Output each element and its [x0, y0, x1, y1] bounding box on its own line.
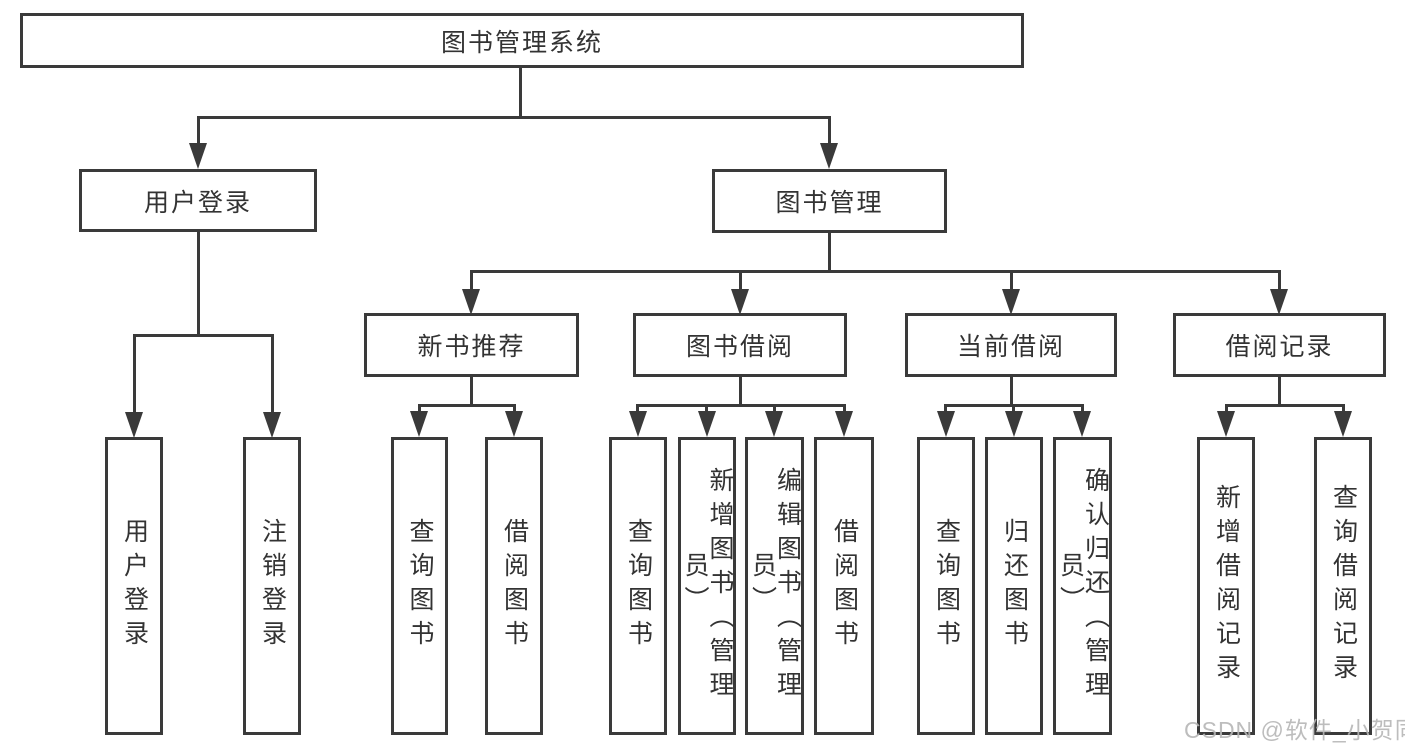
- arrow-down-icon: [698, 411, 716, 437]
- node-book-borrowing: 图书借阅: [633, 313, 847, 377]
- arrow-down-icon: [1270, 289, 1288, 315]
- connector-line: [1225, 404, 1345, 407]
- connector-line: [705, 404, 708, 413]
- leaf-borrow-books-recommend: 借阅图书: [485, 437, 543, 735]
- connector-line: [739, 376, 742, 407]
- node-book-management: 图书管理: [712, 169, 947, 233]
- connector-line: [519, 68, 522, 119]
- leaf-borrow-books-borrow: 借阅图书: [814, 437, 874, 735]
- connector-line: [1342, 404, 1345, 413]
- connector-line: [418, 404, 516, 407]
- arrow-down-icon: [765, 411, 783, 437]
- arrow-down-icon: [263, 412, 281, 438]
- leaf-query-books-borrow: 查询图书: [609, 437, 667, 735]
- connector-line: [843, 404, 846, 413]
- node-borrowing-records: 借阅记录: [1173, 313, 1386, 377]
- arrow-down-icon: [835, 411, 853, 437]
- leaf-add-borrow-record: 新增借阅记录: [1197, 437, 1255, 735]
- connector-line: [197, 116, 200, 149]
- connector-line: [1278, 270, 1281, 291]
- leaf-query-books-current: 查询图书: [917, 437, 975, 735]
- arrow-down-icon: [125, 412, 143, 438]
- connector-line: [197, 231, 200, 337]
- arrow-down-icon: [731, 289, 749, 315]
- leaf-edit-books-admin: 编辑图书（管理员）: [745, 437, 804, 735]
- leaf-confirm-return-admin: 确认归还（管理员）: [1053, 437, 1112, 735]
- connector-line: [470, 270, 473, 291]
- connector-line: [636, 404, 846, 407]
- node-new-book-recommendation: 新书推荐: [364, 313, 579, 377]
- connector-line: [1278, 376, 1281, 407]
- connector-line: [133, 334, 136, 416]
- arrow-down-icon: [410, 411, 428, 437]
- leaf-return-books: 归还图书: [985, 437, 1043, 735]
- connector-line: [1012, 404, 1015, 413]
- connector-line: [197, 116, 831, 119]
- leaf-add-books-admin: 新增图书（管理员）: [678, 437, 736, 735]
- connector-line: [271, 334, 274, 416]
- arrow-down-icon: [1005, 411, 1023, 437]
- connector-line: [1225, 404, 1228, 413]
- node-user-login: 用户登录: [79, 169, 317, 232]
- connector-line: [470, 270, 1281, 273]
- connector-line: [944, 404, 947, 413]
- connector-line: [133, 334, 274, 337]
- node-current-borrowing: 当前借阅: [905, 313, 1117, 377]
- connector-line: [828, 116, 831, 149]
- leaf-query-borrow-record: 查询借阅记录: [1314, 437, 1372, 735]
- arrow-down-icon: [189, 143, 207, 169]
- connector-line: [513, 404, 516, 413]
- connector-line: [470, 376, 473, 407]
- arrow-down-icon: [820, 143, 838, 169]
- connector-line: [1081, 404, 1084, 413]
- arrow-down-icon: [462, 289, 480, 315]
- arrow-down-icon: [1334, 411, 1352, 437]
- connector-line: [418, 404, 421, 413]
- connector-line: [636, 404, 639, 413]
- arrow-down-icon: [1002, 289, 1020, 315]
- watermark: CSDN @软件_小贺同学: [1184, 717, 1405, 743]
- connector-line: [1010, 270, 1013, 291]
- connector-line: [1010, 376, 1013, 407]
- connector-line: [739, 270, 742, 291]
- arrow-down-icon: [1073, 411, 1091, 437]
- arrow-down-icon: [937, 411, 955, 437]
- arrow-down-icon: [629, 411, 647, 437]
- node-library-management-system: 图书管理系统: [20, 13, 1024, 68]
- leaf-query-books-recommend: 查询图书: [391, 437, 448, 735]
- leaf-logout: 注销登录: [243, 437, 301, 735]
- leaf-user-login: 用户登录: [105, 437, 163, 735]
- connector-line: [828, 232, 831, 273]
- arrow-down-icon: [1217, 411, 1235, 437]
- connector-line: [773, 404, 776, 413]
- arrow-down-icon: [505, 411, 523, 437]
